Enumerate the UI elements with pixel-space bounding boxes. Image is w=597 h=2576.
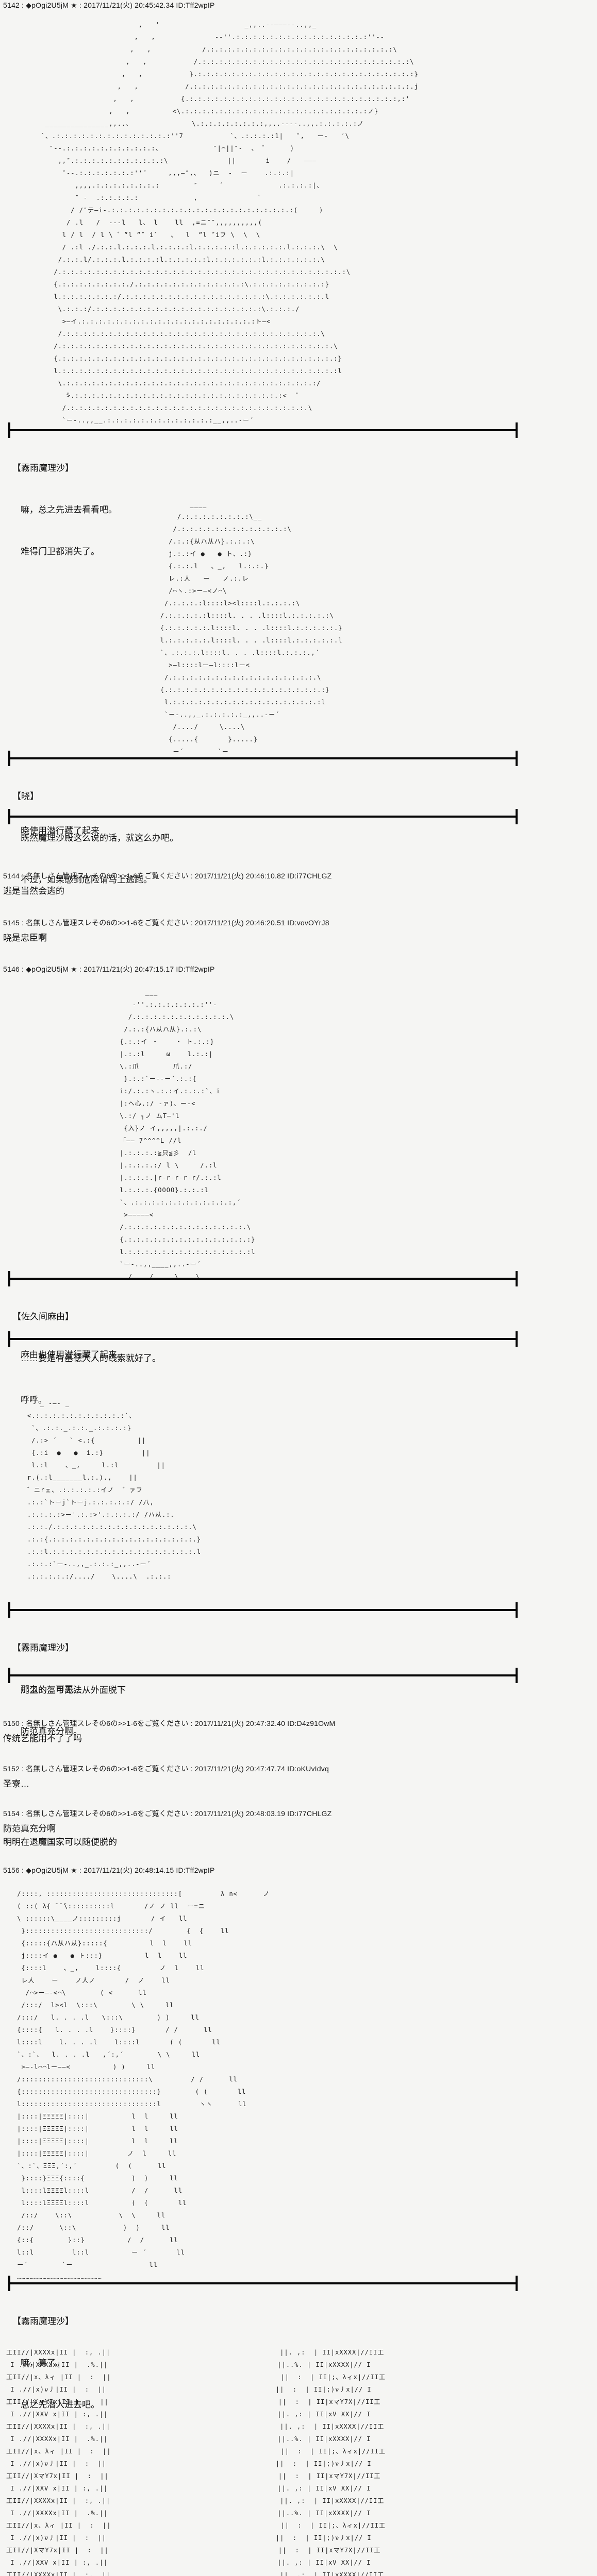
dialog-line: 那么……可恶。 [21, 1685, 82, 1694]
post-body-5154-line2: 明明在退魔国家可以随便脱的 [3, 1837, 117, 1847]
dialog-label: 【霧雨魔理沙】 [12, 463, 74, 473]
separator [8, 1668, 518, 1683]
dialog-label: 【霧雨魔理沙】 [12, 1643, 74, 1653]
ascii-art-marisa: , ' _,,..--―――--..,,_ , , -‐''.:.:.:.:.:… [41, 21, 419, 436]
dialog-line: ……要是有基德大人的线索就好了。 [21, 1353, 161, 1363]
ascii-art-gate-scene: _ -―- _ <.:.:.:.:.:.:.:.:.:.:.:`、 `、.:.:… [27, 1400, 202, 1580]
post-body-5150: 传统艺能用不了了吗 [3, 1734, 82, 1743]
dialog-label: 【佐久间麻由】 [12, 1312, 74, 1321]
dialog-line: 难得门卫都消失了。 [21, 547, 100, 556]
post-header-5156: 5156 : ◆pOgi2U5jM ★ : 2017/11/21(火) 20:4… [3, 1866, 215, 1874]
post-body-5154-line1: 防范真充分啊 [3, 1824, 56, 1834]
post-header-5152: 5152 : 名無しさん管理スレその6の>>1-6をご覧ください : 2017/… [3, 1765, 329, 1773]
narration-akatsuki-stealth: 晓使用潜行藏了起来 [21, 826, 100, 836]
post-header-5154: 5154 : 名無しさん管理スレその6の>>1-6をご覧ください : 2017/… [3, 1809, 332, 1818]
post-header-5146: 5146 : ◆pOgi2U5jM ★ : 2017/11/21(火) 20:4… [3, 965, 215, 973]
dialog-mayu: 【佐久间麻由】 ……要是有基德大人的线索就好了。 呼呼。 [12, 1282, 161, 1435]
narration-guard-armor: 门卫的盔甲无法从外面脱下 [21, 1685, 126, 1695]
post-header-5144: 5144 : 名無しさん管理スレその6の>>1-6をご覧ください : 2017/… [3, 872, 332, 880]
separator [8, 1331, 518, 1347]
ascii-art-akatsuki: ____ /.:.:.:.:.:.:.:.:\__ /.:.:.:.:.:.:.… [160, 501, 343, 755]
separator [8, 1271, 518, 1286]
dialog-marisa-3: 【霧雨魔理沙】 嘛，算了。 总之先潜入进去吧。 [12, 2286, 100, 2439]
dialog-akatsuki: 【晓】 既然魔理沙殿这么说的话，就这么办吧。 不过，如果感到危险请马上逃跑。 [12, 761, 178, 914]
dialog-line: 防范真充分啊。 [21, 1726, 82, 1736]
post-header-5142: 5142 : ◆pOgi2U5jM ★ : 2017/11/21(火) 20:4… [3, 1, 215, 9]
separator [8, 2276, 518, 2291]
separator [8, 1602, 518, 1618]
dialog-marisa-1: 【霧雨魔理沙】 嘛，总之先进去看看吧。 难得门卫都消失了。 [12, 433, 117, 586]
separator [8, 422, 518, 438]
post-header-5150: 5150 : 名無しさん管理スレその6の>>1-6をご覧ください : 2017/… [3, 1719, 336, 1727]
dialog-line: 嘛，算了。 [21, 2358, 64, 2368]
dialog-line: 总之先潜入进去吧。 [21, 2400, 100, 2410]
narration-mayu-stealth: 麻由也使用潜行藏了起来。 [21, 1350, 126, 1360]
ascii-art-mansion-gate-wall: 工II//|XXXXx|II | :, .|| ||. ,: | II|xXXX… [6, 2349, 386, 2576]
dialog-line: 嘛，总之先进去看看吧。 [21, 505, 117, 515]
ascii-art-mayu: ___ -''.:.:.:.:.:.:.:''- /.:.:.:.:.:.:.:… [120, 989, 256, 1280]
post-body-5145: 晓是忠臣啊 [3, 933, 47, 943]
dialog-line: 既然魔理沙殿这么说的话，就这么办吧。 [21, 833, 178, 843]
dialog-label: 【晓】 [12, 791, 39, 801]
ascii-art-marisa-mayu-walking: /::::, :::::::::::::::::::::::::::::::[ … [17, 1890, 270, 2281]
dialog-line: 不过，如果感到危险请马上逃跑。 [21, 875, 152, 885]
post-body-5152: 圣寮… [3, 1779, 29, 1789]
post-header-5145: 5145 : 名無しさん管理スレその6の>>1-6をご覧ください : 2017/… [3, 919, 329, 927]
post-body-5144: 逃是当然会逃的 [3, 886, 64, 896]
dialog-line: 呼呼。 [21, 1395, 47, 1405]
separator [8, 751, 518, 766]
separator [8, 809, 518, 824]
dialog-marisa-2: 【霧雨魔理沙】 那么……可恶。 防范真充分啊。 [12, 1613, 82, 1766]
dialog-label: 【霧雨魔理沙】 [12, 2316, 74, 2326]
